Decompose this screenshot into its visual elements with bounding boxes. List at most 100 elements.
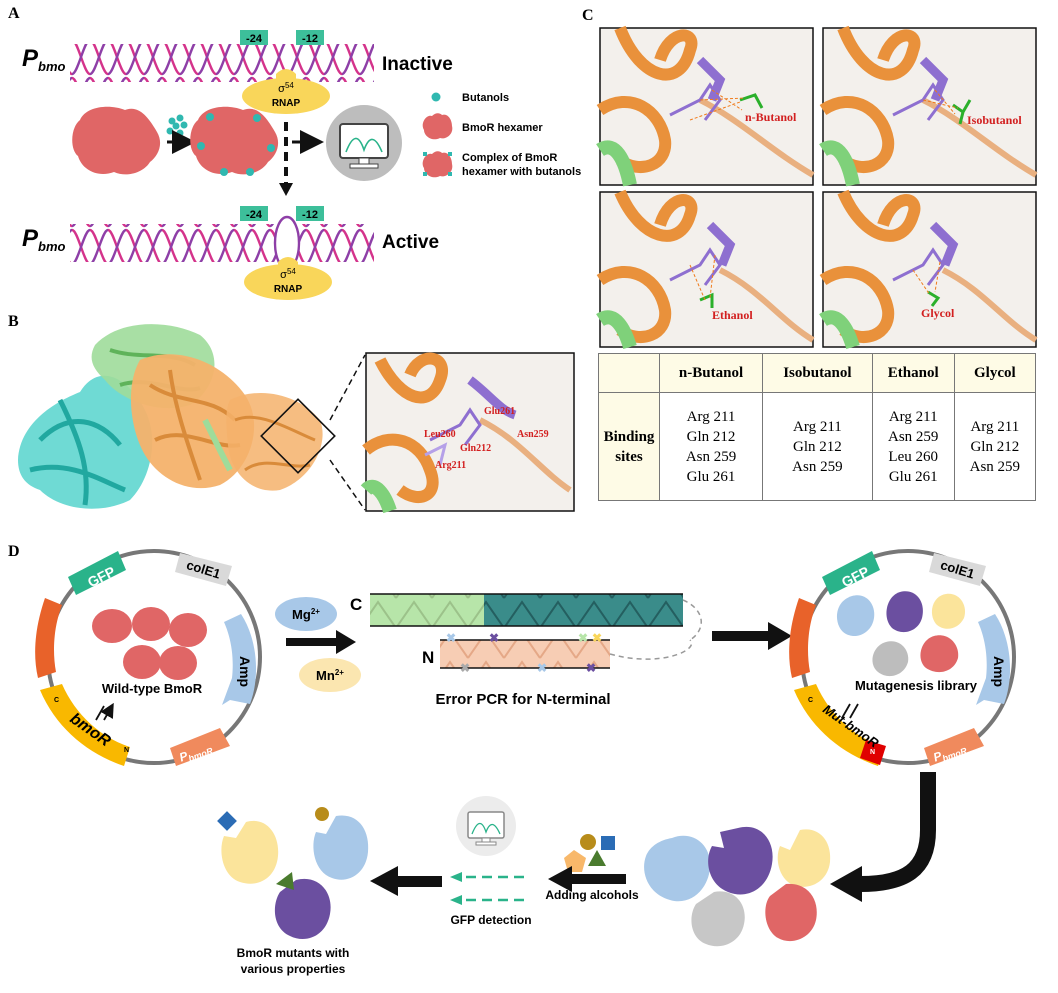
ligand-glycol-label: Glycol — [921, 306, 955, 320]
strand-loop-top — [682, 599, 702, 641]
alcohol-pentagon — [564, 850, 586, 872]
plasmid2-cole1-block — [929, 553, 986, 586]
plasmid2-amp: Amp — [991, 656, 1007, 687]
legend-complex-swatch — [422, 151, 453, 178]
legend-hexamer-swatch — [422, 113, 453, 140]
panel-c: C n-Butanol Isobutanol — [582, 7, 1038, 350]
sites-glycol: Arg 211 Gln 212 Asn 259 — [953, 392, 1037, 501]
site-cell: Arg 211 — [888, 408, 938, 425]
butanol-cluster — [166, 114, 188, 137]
svg-text:✖: ✖ — [592, 631, 602, 645]
zoom-box — [260, 398, 336, 474]
svg-text:✖: ✖ — [446, 631, 456, 645]
pcr-label: Error PCR for N-terminal — [435, 691, 610, 708]
plasmid2-gene-n: N — [870, 749, 875, 756]
legend-a: Butanols BmoR hexamer Complex of BmoR he… — [422, 92, 581, 178]
hexamer-complex — [190, 106, 279, 175]
legend-complex-2: hexamer with butanols — [462, 166, 581, 178]
panel-d-letter: D — [8, 543, 20, 560]
panel-a-letter: A — [8, 5, 20, 22]
residue-glu261: Glu261 — [484, 406, 515, 417]
plasmid1-pbmo-block — [35, 598, 62, 678]
svg-text:✖: ✖ — [586, 661, 596, 675]
arrow-final-head — [370, 866, 398, 896]
site-cell: Leu 260 — [888, 448, 938, 465]
rnap-top — [242, 78, 330, 114]
mg-ion-label: Mg2+ — [292, 607, 320, 622]
dna-helix-bottom — [70, 224, 374, 262]
ligand-isobutanol-label: Isobutanol — [967, 113, 1022, 127]
alcohol-circle — [580, 834, 596, 850]
arrow-add-alcohol-shaft — [570, 874, 626, 884]
plasmid2-pbmo-block — [789, 598, 816, 678]
box-24-top — [240, 30, 268, 45]
arrow-pcr-head — [336, 630, 356, 654]
legend-butanol-swatch — [431, 92, 441, 102]
strand-n-label: N — [422, 648, 434, 667]
panel-b: B Glu261 Leu260 Asn259 Gln2 — [8, 313, 575, 514]
zoom-line-top — [329, 354, 366, 421]
plasmid-wild-type: GFP colE1 Amp Pbmo bmoR C N PbmoR Wild-t… — [35, 549, 262, 766]
alcohol-triangle — [588, 850, 606, 866]
alcohol-shapes — [564, 834, 615, 872]
state-inactive: Inactive — [382, 54, 453, 75]
plasmid-mutagenesis: GFP colE1 Amp Pbmo Mut-bmoR C N PbmoR Mu… — [789, 549, 1016, 766]
legend-butanols: Butanols — [462, 92, 509, 104]
rnap-top-label: RNAP — [272, 98, 301, 109]
mn-ion-bubble — [299, 658, 361, 692]
row-label-binding-sites: Binding sites — [598, 392, 660, 501]
sigma-bottom-label: σ54 — [280, 267, 296, 281]
table-header-isobutanol: Isobutanol — [762, 353, 873, 393]
binding-site-inset — [365, 352, 575, 512]
mutation-markers: ✖ ✖ ✖ ✖ ✖ ✖ ✖ — [446, 631, 602, 675]
dna-helix-top — [70, 44, 374, 82]
box-12-bottom — [296, 206, 324, 221]
zoom-line-bottom — [329, 459, 366, 511]
site-cell: Asn 259 — [685, 448, 737, 465]
ligand-ethanol-label: Ethanol — [712, 308, 753, 322]
legend-complex-1: Complex of BmoR — [462, 152, 557, 164]
inset-ribbons — [360, 352, 572, 514]
complex-butanols — [197, 113, 275, 176]
residue-arg211: Arg211 — [435, 460, 466, 471]
strand-c-label: C — [350, 595, 362, 614]
sites-n-butanol: Arg 211 Gln 212 Asn 259 Glu 261 — [658, 392, 764, 501]
state-active: Active — [382, 232, 439, 253]
panel-a: A Pbmo -24 -12 Inactive σ54 RNAP — [8, 5, 581, 300]
plasmid1-pbmo: Pbmo — [53, 615, 70, 643]
plasmid1-gene-n: N — [124, 747, 129, 754]
table-header-glycol: Glycol — [953, 353, 1037, 393]
box-24-top-label: -24 — [246, 33, 263, 45]
docking-nbutanol: n-Butanol — [596, 25, 815, 187]
plasmid1-gene-c: C — [54, 697, 59, 704]
site-cell: Gln 212 — [793, 438, 842, 455]
mn-ion-label: Mn2+ — [316, 668, 344, 683]
site-cell: Glu 261 — [686, 468, 736, 485]
sites-isobutanol: Arg 211 Gln 212 Asn 259 — [762, 392, 873, 501]
plasmid1-center-label: Wild-type BmoR — [102, 681, 203, 696]
binding-sites-table: n-Butanol Isobutanol Ethanol Glycol Bind… — [598, 353, 1037, 501]
site-cell: Gln 212 — [970, 438, 1020, 455]
box-12-top-label: -12 — [302, 33, 318, 45]
ligand-n-butanol-label: n-Butanol — [745, 110, 797, 124]
table-header-row: n-Butanol Isobutanol Ethanol Glycol — [598, 353, 1037, 393]
row-label-line2: sites — [615, 448, 643, 465]
arrow-add-alcohol-head — [548, 866, 572, 892]
arrow-pcr-shaft — [286, 638, 338, 646]
protein-structure — [18, 324, 323, 509]
mutants-label-2: various properties — [241, 962, 346, 976]
curved-arrow-head — [830, 866, 862, 902]
gfp-detection-label: GFP detection — [450, 913, 531, 927]
site-cell: Asn 259 — [887, 428, 939, 445]
plasmid1-amp-block — [222, 614, 257, 705]
table-row-binding-sites: Binding sites Arg 211 Gln 212 Asn 259 Gl… — [598, 392, 1037, 501]
site-cell: Arg 211 — [793, 418, 842, 435]
plasmid2-pbmor-block — [924, 728, 984, 766]
svg-text:✖: ✖ — [460, 661, 470, 675]
sigma-top-label: σ54 — [278, 81, 294, 95]
mutant-pool — [644, 826, 831, 947]
plasmid1-bmor-block — [40, 684, 130, 766]
mutants-label-1: BmoR mutants with — [237, 946, 350, 960]
panel-c-letter: C — [582, 7, 594, 24]
